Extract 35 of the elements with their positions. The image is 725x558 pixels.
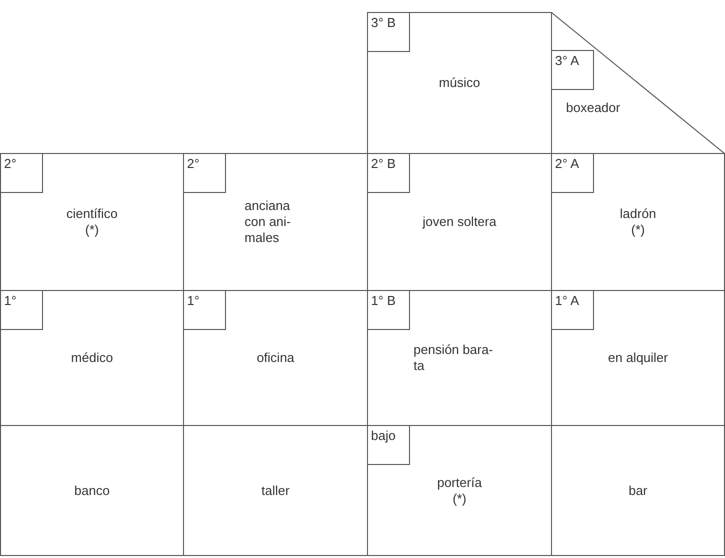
room-label: anciana con ani- males xyxy=(244,198,292,246)
room xyxy=(551,153,725,291)
room-label: (*) xyxy=(452,490,466,506)
room-label: (*) xyxy=(85,222,99,238)
room-label: médico xyxy=(71,350,113,366)
floor-tag: 1° A xyxy=(551,290,594,330)
room-label: bar xyxy=(628,482,648,498)
floor-tag: 1° B xyxy=(367,290,410,330)
room xyxy=(551,290,725,426)
room-label: banco xyxy=(74,482,110,498)
room-label: portería xyxy=(437,474,482,490)
room xyxy=(0,153,184,291)
floor-tag: 1° xyxy=(183,290,226,330)
room xyxy=(0,425,184,556)
room-label: taller xyxy=(261,482,290,498)
floor-tag: 3° A xyxy=(551,50,594,90)
room xyxy=(551,425,725,556)
floor-tag: 2° xyxy=(0,153,43,193)
floor-tag: bajo xyxy=(367,425,410,465)
room xyxy=(551,12,725,154)
floor-tag: 2° xyxy=(183,153,226,193)
room-label: (*) xyxy=(631,222,645,238)
room-label: en alquiler xyxy=(608,350,668,366)
room-label: ladrón xyxy=(620,206,656,222)
room xyxy=(367,425,552,556)
room-label: pensión bara- ta xyxy=(414,342,494,374)
floor-tag: 2° B xyxy=(367,153,410,193)
room-label: oficina xyxy=(256,350,294,366)
room-label: músico xyxy=(438,75,480,91)
floor-tag: 3° B xyxy=(367,12,410,52)
room-label: boxeador xyxy=(566,100,620,116)
floor-tag: 2° A xyxy=(551,153,594,193)
floor-tag: 1° xyxy=(0,290,43,330)
room-label: científico xyxy=(66,206,118,222)
room-label: joven soltera xyxy=(422,214,496,230)
